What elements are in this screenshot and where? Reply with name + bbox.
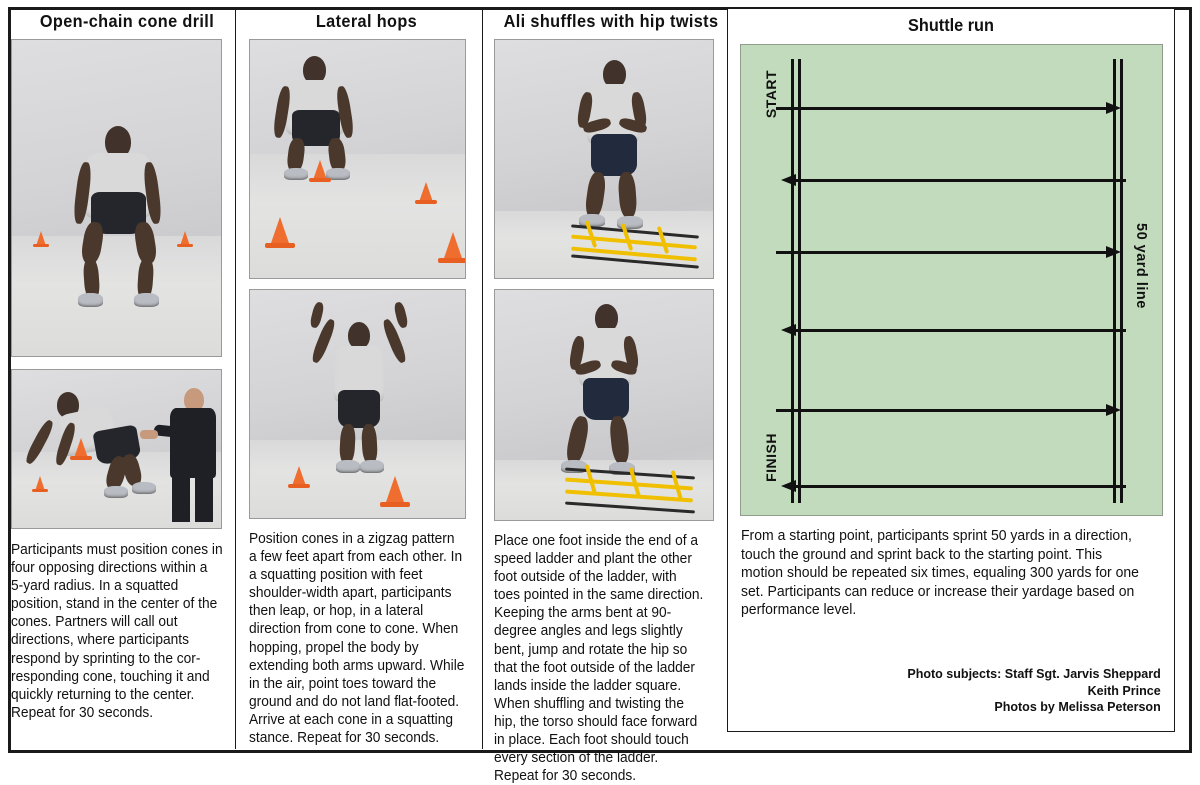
- cone-2: [380, 476, 410, 507]
- arrow-row-1: [776, 102, 1126, 114]
- panel-title-shuttle-run: Shuttle run: [908, 15, 994, 35]
- panel-ali-shuffles: Ali shuffles with hip twists: [490, 10, 732, 785]
- yard-line-outer: [1120, 59, 1123, 503]
- arrow-row-3: [776, 246, 1126, 258]
- cone-right: [177, 231, 193, 247]
- arrow-row-2: [776, 174, 1126, 186]
- panel-title-open-chain-cone-drill: Open-chain cone drill: [39, 11, 215, 31]
- cone-1: [288, 466, 310, 488]
- panel-title-lateral-hops: Lateral hops: [315, 11, 418, 31]
- speed-ladder: [571, 220, 699, 270]
- cone-2: [415, 182, 437, 204]
- credit-line-3: Photos by Melissa Peterson: [994, 698, 1161, 714]
- figure-athlete-on-ladder: [495, 40, 713, 278]
- arrow-row-6: [776, 480, 1126, 492]
- figure-athlete-reaching: [12, 370, 221, 528]
- cone-4: [438, 232, 465, 263]
- photo-cone-drill-sprint-touch: [11, 369, 222, 529]
- figure-athlete-airborne: [250, 290, 465, 518]
- shuttle-run-field-diagram: START FINISH 50 yard line: [740, 44, 1163, 516]
- photo-credits: Photo subjects: Staff Sgt. Jarvis Sheppa…: [908, 666, 1161, 715]
- yard-line-label: 50 yard line: [1133, 223, 1149, 309]
- panel-shuttle-run: Shuttle run START FINISH 50 yard line: [727, 8, 1175, 732]
- arrow-row-5: [776, 404, 1126, 416]
- photo-floor: [12, 235, 221, 356]
- start-line-outer: [791, 59, 794, 503]
- photo-cone-drill-squat: [11, 39, 222, 357]
- panel-open-chain-cone-drill: Open-chain cone drill: [11, 10, 243, 722]
- credit-line-1: Photo subjects: Staff Sgt. Jarvis Sheppa…: [907, 666, 1161, 682]
- figure-athlete-squatting: [250, 40, 465, 278]
- speed-ladder: [565, 464, 695, 516]
- start-line-inner: [798, 59, 801, 503]
- cone-near: [70, 438, 92, 460]
- panel-title-ali-shuffles: Ali shuffles with hip twists: [503, 11, 719, 31]
- photo-ali-shuffle-moving: [494, 289, 714, 521]
- cone-1: [309, 160, 331, 182]
- column-divider-2: [482, 9, 483, 749]
- yard-line-inner: [1113, 59, 1116, 503]
- cone-3: [265, 217, 295, 248]
- figure-partner: [12, 370, 221, 528]
- description-shuttle-run: From a starting point, participants spri…: [741, 528, 1139, 619]
- poster-page: Open-chain cone drill: [8, 7, 1192, 785]
- description-ali-shuffles: Place one foot inside the end of a speed…: [494, 533, 704, 785]
- description-open-chain-cone-drill: Participants must position cones in four…: [11, 542, 223, 721]
- cone-far: [32, 476, 48, 492]
- photo-floor: [250, 440, 465, 518]
- figure-athlete-squatting: [12, 40, 221, 356]
- photo-lateral-hops-squat: [249, 39, 466, 279]
- cone-left: [33, 231, 49, 247]
- photo-lateral-hops-airborne: [249, 289, 466, 519]
- finish-label: FINISH: [763, 433, 779, 482]
- description-lateral-hops: Position cones in a zigzag pattern a few…: [249, 531, 465, 747]
- column-divider-1: [235, 9, 236, 749]
- arrow-row-4: [776, 324, 1126, 336]
- photo-ali-shuffle-stance: [494, 39, 714, 279]
- panel-lateral-hops: Lateral hops: [243, 10, 490, 747]
- credit-line-2: Keith Prince: [1087, 682, 1161, 698]
